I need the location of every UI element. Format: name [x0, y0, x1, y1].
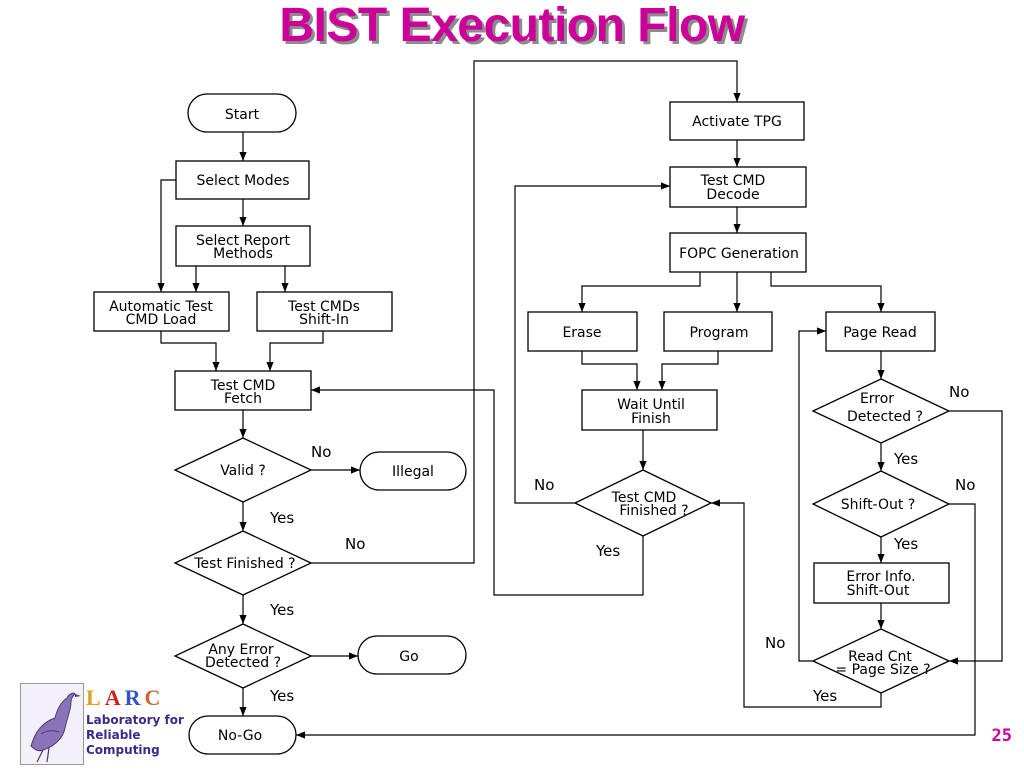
nogo-label: No-Go: [218, 728, 262, 744]
select-report-label-1: Select Report: [196, 233, 291, 249]
any-error-label-2: Detected ?: [205, 655, 281, 671]
read-cnt-label-2: = Page Size ?: [835, 662, 930, 678]
select-modes-label: Select Modes: [196, 173, 289, 189]
logo-line-1: Laboratory for: [86, 713, 184, 727]
start-terminal: [187, 93, 297, 133]
test-finished-no-label: No: [345, 535, 365, 553]
wait-label-2: Finish: [631, 411, 671, 427]
error-detected-no-label: No: [949, 383, 969, 401]
valid-no-label: No: [311, 443, 331, 461]
test-finished-label: Test Finished ?: [193, 556, 295, 572]
cmd-finished-yes-label: Yes: [595, 542, 620, 560]
error-info-label-2: Shift-Out: [847, 583, 910, 599]
shift-in-label-2: Shift-In: [299, 312, 349, 328]
go-terminal: [357, 635, 467, 675]
program-label: Program: [689, 325, 748, 341]
shift-out-label: Shift-Out ?: [841, 497, 916, 513]
larc-logo: LARC Laboratory for Reliable Computing: [20, 683, 190, 765]
lark-bird-icon: [20, 683, 84, 765]
fopc-box: [669, 232, 807, 273]
any-error-yes-label: Yes: [269, 687, 294, 705]
page-number: 25: [991, 726, 1012, 746]
cmd-finished-label-1: Test CMD: [611, 490, 677, 506]
wait-box: [581, 389, 718, 431]
read-cnt-no-label: No: [765, 634, 785, 652]
cmd-finished-label-2: Finished ?: [619, 503, 688, 519]
shift-in-label-1: Test CMDs: [287, 299, 360, 315]
error-detected-yes-label: Yes: [893, 450, 918, 468]
go-label: Go: [399, 649, 418, 665]
decode-box: [669, 166, 807, 208]
larc-wordmark: LARC: [86, 685, 165, 710]
connectors: [157, 60, 1003, 739]
shift-out-yes-label: Yes: [893, 535, 918, 553]
valid-yes-label: Yes: [269, 509, 294, 527]
illegal-terminal: [359, 451, 467, 491]
page-read-label: Page Read: [843, 325, 917, 341]
illegal-label: Illegal: [392, 464, 434, 480]
start-label: Start: [225, 107, 260, 123]
test-finished-yes-label: Yes: [269, 601, 294, 619]
decode-label-2: Decode: [706, 187, 759, 203]
auto-load-label-1: Automatic Test: [109, 299, 213, 315]
read-cnt-label-1: Read Cnt: [848, 649, 912, 665]
auto-load-label-2: CMD Load: [126, 312, 197, 328]
logo-line-3: Computing: [86, 743, 160, 757]
cmd-finished-no-label: No: [534, 476, 554, 494]
shift-out-no-label: No: [955, 476, 975, 494]
valid-label: Valid ?: [220, 463, 266, 479]
fetch-label-2: Fetch: [224, 391, 262, 407]
fetch-label-1: Test CMD: [210, 378, 276, 394]
read-cnt-yes-label: Yes: [812, 687, 837, 705]
error-detected-label-2: Detected ?: [847, 409, 923, 425]
fopc-label: FOPC Generation: [679, 246, 799, 262]
any-error-label-1: Any Error: [208, 642, 274, 658]
erase-label: Erase: [562, 325, 601, 341]
wait-label-1: Wait Until: [617, 397, 685, 413]
decode-label-1: Test CMD: [700, 173, 766, 189]
activate-tpg-label: Activate TPG: [692, 114, 782, 130]
select-report-label-2: Methods: [213, 246, 273, 262]
error-detected-label-1: Error: [860, 391, 894, 407]
shift-in-box: [256, 291, 393, 332]
logo-line-2: Reliable: [86, 728, 141, 742]
page-title: BIST Execution Flow: [279, 0, 745, 52]
error-info-label-1: Error Info.: [846, 569, 915, 585]
